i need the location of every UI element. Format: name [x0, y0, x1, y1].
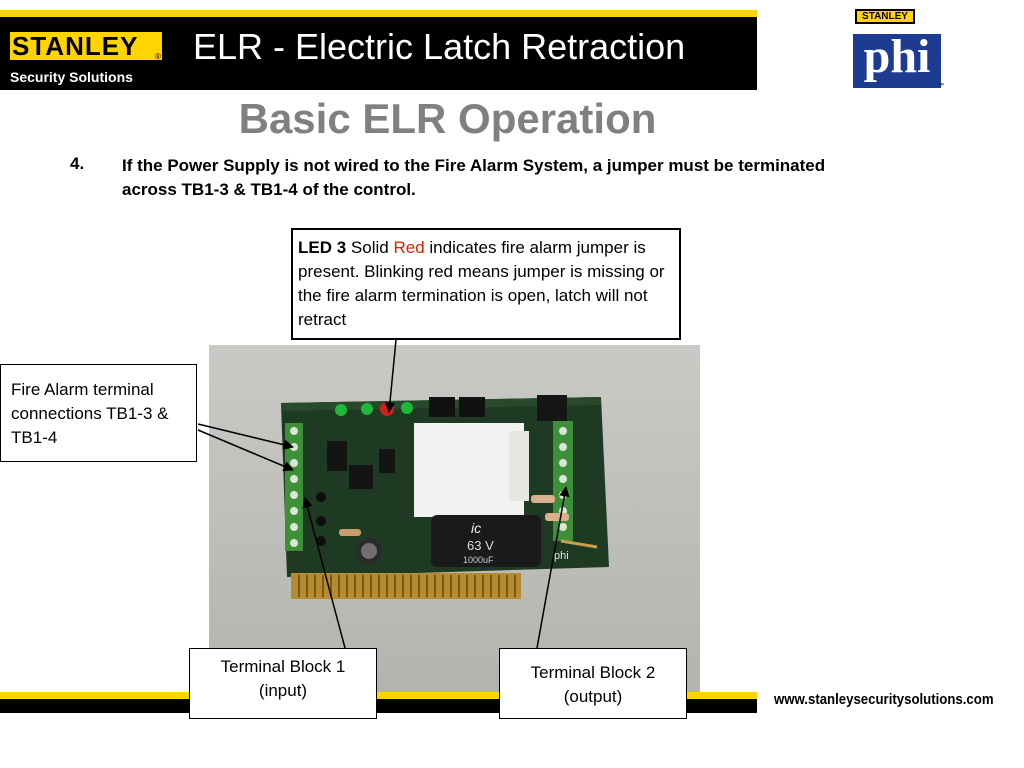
terminal-block-1-role: (input) — [258, 681, 308, 700]
list-item-text: If the Power Supply is not wired to the … — [122, 156, 826, 199]
stanley-logo-subtext: Security Solutions — [10, 69, 133, 85]
terminal-block-1-name: Terminal Block 1 — [220, 657, 346, 676]
footer-accent-bar — [0, 692, 757, 699]
led-description: indicates fire alarm jumper is present. … — [298, 238, 665, 329]
list-item-number: 4. — [70, 154, 85, 173]
capacitor-voltage: 63 V — [467, 538, 494, 553]
terminal-block-2-callout: Terminal Block 2 (output) — [499, 648, 687, 719]
stanley-logo-plate — [8, 30, 164, 62]
terminal-block-2-name: Terminal Block 2 — [530, 663, 656, 682]
terminal-block-1-callout: Terminal Block 1 (input) — [189, 648, 377, 719]
led-red-word: Red — [393, 238, 425, 257]
board-label: phi — [554, 550, 569, 562]
phi-logo-text: phi — [863, 30, 931, 83]
led-callout: LED 3 Solid Red indicates fire alarm jum… — [291, 228, 681, 340]
header-accent-bar — [0, 10, 757, 17]
capacitor-capacity: 1000uF — [463, 555, 494, 565]
stanley-logo-text: STANLEY — [12, 31, 139, 61]
slide-subtitle: Basic ELR Operation — [238, 95, 657, 142]
capacitor-brand: ic — [471, 520, 481, 536]
footer-url: www.stanleysecuritysolutions.com — [774, 691, 994, 708]
terminal-block-2-role: (output) — [563, 687, 623, 706]
registered-mark: ® — [155, 52, 161, 61]
phi-logo — [853, 34, 941, 88]
phi-stanley-badge: STANLEY — [855, 9, 915, 24]
led-label: LED 3 — [298, 238, 347, 257]
led-solid-word: Solid — [350, 238, 389, 257]
header-title: ELR - Electric Latch Retraction — [193, 26, 686, 67]
trademark-mark: ™ — [938, 83, 944, 89]
fire-alarm-callout: Fire Alarm terminal connections TB1-3 & … — [0, 364, 197, 462]
